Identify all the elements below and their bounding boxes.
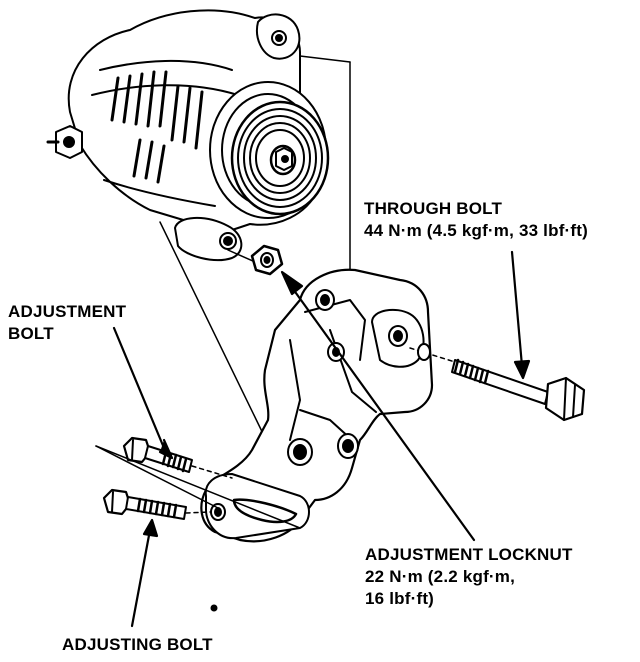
callout-leaders [95, 250, 531, 628]
through-bolt-torque: 44 N·m (4.5 kgf·m, 33 lbf·ft) [364, 221, 588, 240]
adjustment-locknut [250, 244, 284, 276]
through-bolt [409, 343, 586, 422]
adjustment-bolt-label: ADJUSTMENT BOLT [8, 301, 126, 345]
pulley [230, 100, 330, 216]
adjustment-locknut-label: ADJUSTMENT LOCKNUT 22 N·m (2.2 kgf·m, 16… [365, 544, 573, 610]
terminal-stud [46, 125, 83, 159]
adjustment-locknut-name: ADJUSTMENT LOCKNUT [365, 545, 573, 564]
alternator [46, 9, 330, 262]
adjusting-slot [232, 498, 298, 524]
alternator-lower-ear [174, 216, 243, 262]
alignment-lines [159, 55, 351, 449]
reference-dot [210, 604, 218, 612]
adjusting-bolt-name: ADJUSTING BOLT [62, 635, 213, 654]
cooling-fins [110, 70, 204, 184]
adjusting-bolt-label: ADJUSTING BOLT [62, 634, 213, 656]
adjusting-bolt [102, 488, 211, 520]
adjustment-bolt-line2: BOLT [8, 324, 54, 343]
adjustment-bolt [122, 436, 233, 479]
through-bolt-name: THROUGH BOLT [364, 199, 503, 218]
through-bolt-label: THROUGH BOLT 44 N·m (4.5 kgf·m, 33 lbf·f… [364, 198, 588, 242]
adjustment-locknut-torque-2: 16 lbf·ft) [365, 589, 435, 608]
adjustment-locknut-torque-1: 22 N·m (2.2 kgf·m, [365, 567, 516, 586]
mounting-bracket [200, 268, 434, 543]
adjustment-bolt-line1: ADJUSTMENT [8, 302, 127, 321]
